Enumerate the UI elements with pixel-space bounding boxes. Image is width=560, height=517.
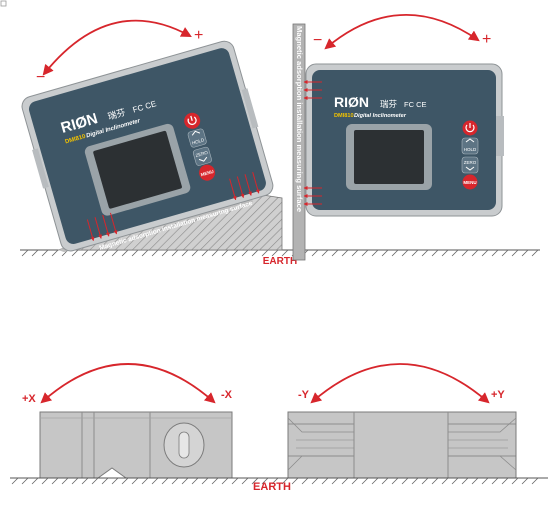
- rotation-arc-left: [42, 19, 192, 76]
- inclinometer-upright: RIØN 瑞芬 FC CE DMI810 Digital Inclinomete…: [303, 63, 504, 217]
- x-minus-label: -X: [221, 389, 233, 401]
- inclinometer-tilted: RIØN 瑞芬 FC CE DMI810 Digital Inclinomete…: [21, 40, 274, 252]
- brand-logo: RIØN: [334, 94, 369, 110]
- magnet-arrows-right: [303, 80, 322, 206]
- hold-button: [187, 128, 207, 148]
- hold-label: HOLD: [464, 147, 477, 152]
- plus-sign-left: +: [194, 27, 203, 44]
- menu-label: MENU: [200, 169, 214, 177]
- ground-bottom: [10, 477, 548, 485]
- model-code: DMI810: [64, 134, 86, 146]
- zero-button: [192, 146, 212, 166]
- plus-sign-right: +: [482, 31, 491, 48]
- magnetic-surface-label-wall: Magnetic adsorption installation measuri…: [295, 26, 304, 212]
- side-view-y: [287, 411, 517, 479]
- menu-button: [462, 174, 478, 190]
- magnet-arrows-left: [86, 171, 260, 242]
- menu-button: [199, 164, 216, 181]
- model-desc: Digital Inclinometer: [354, 113, 407, 119]
- device-screen: [354, 130, 424, 184]
- cert-marks: FC CE: [404, 100, 427, 109]
- zero-label: ZERO: [464, 160, 477, 165]
- earth-label-bottom: EARTH: [253, 481, 291, 493]
- rotation-arc-y: [310, 363, 490, 404]
- device-screen: [93, 130, 182, 209]
- minus-sign-left: −: [36, 69, 45, 86]
- corner-mark: [0, 0, 7, 7]
- earth-label-top: EARTH: [263, 256, 297, 267]
- x-plus-label: +X: [22, 393, 36, 405]
- vertical-wall: Magnetic adsorption installation measuri…: [292, 23, 306, 261]
- menu-label: MENU: [463, 180, 476, 185]
- brand-cn: 瑞芬: [106, 106, 126, 122]
- model-code: DMI810: [334, 113, 354, 119]
- side-view-x: [39, 411, 233, 479]
- rotation-arc-x: [40, 363, 216, 404]
- brand-cn: 瑞芬: [380, 99, 398, 109]
- zero-button: [461, 156, 479, 174]
- hold-label: HOLD: [191, 137, 205, 145]
- rotation-arc-right: [324, 14, 480, 50]
- zero-label: ZERO: [195, 150, 209, 158]
- minus-sign-right: −: [313, 32, 322, 49]
- y-plus-label: +Y: [491, 389, 505, 401]
- y-minus-label: -Y: [298, 389, 310, 401]
